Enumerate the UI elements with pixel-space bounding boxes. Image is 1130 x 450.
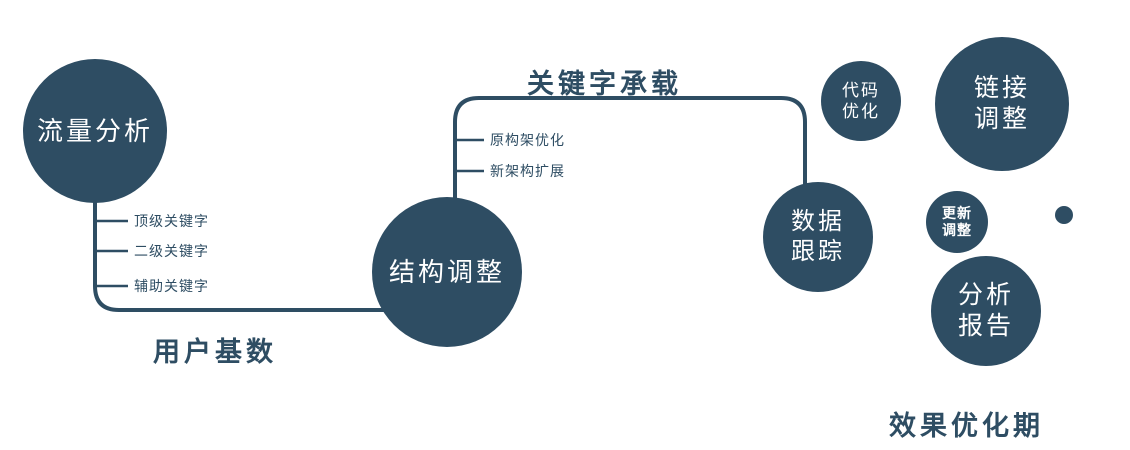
node-structure-adjust-label: 结构调整 [388,256,505,287]
node-data-tracking: 数据 跟踪 [763,182,873,292]
node-code-optimization: 代码 优化 [821,61,901,141]
tick-label-top-keyword: 顶级关键字 [134,213,209,229]
node-structure-adjust: 结构调整 [372,197,522,347]
node-analysis-report-line2: 报告 [957,312,1014,340]
tick-label-arch-expand: 新架构扩展 [490,163,565,179]
edge-label-user-base: 用户基数 [153,337,277,367]
tick-label-aux-keyword: 辅助关键字 [134,278,209,294]
node-analysis-report: 分析 报告 [931,256,1041,366]
node-link-adjust-line2: 调整 [973,105,1030,133]
node-data-tracking-line1: 数据 [791,208,845,235]
node-link-adjust-line1: 链接 [973,73,1030,102]
node-data-tracking-line2: 跟踪 [791,238,845,265]
tick-label-arch-opt: 原构架优化 [490,132,565,148]
node-code-optimization-line1: 代码 [842,80,880,100]
node-analysis-report-line1: 分析 [957,280,1014,309]
edge-label-keyword-carry: 关键字承载 [527,69,682,99]
tick-label-second-keyword: 二级关键字 [134,243,209,259]
node-traffic-analysis-label: 流量分析 [36,115,153,146]
node-update-adjust-line2: 调整 [942,222,972,238]
node-code-optimization-line2: 优化 [842,102,880,121]
small-dot [1055,206,1073,224]
node-update-adjust-line1: 更新 [942,204,972,221]
footer-label-effect-period: 效果优化期 [889,411,1044,441]
node-update-adjust: 更新 调整 [926,191,988,253]
node-traffic-analysis: 流量分析 [23,59,167,203]
node-link-adjust: 链接 调整 [935,37,1069,171]
edge-structure-to-tracking [453,96,807,204]
